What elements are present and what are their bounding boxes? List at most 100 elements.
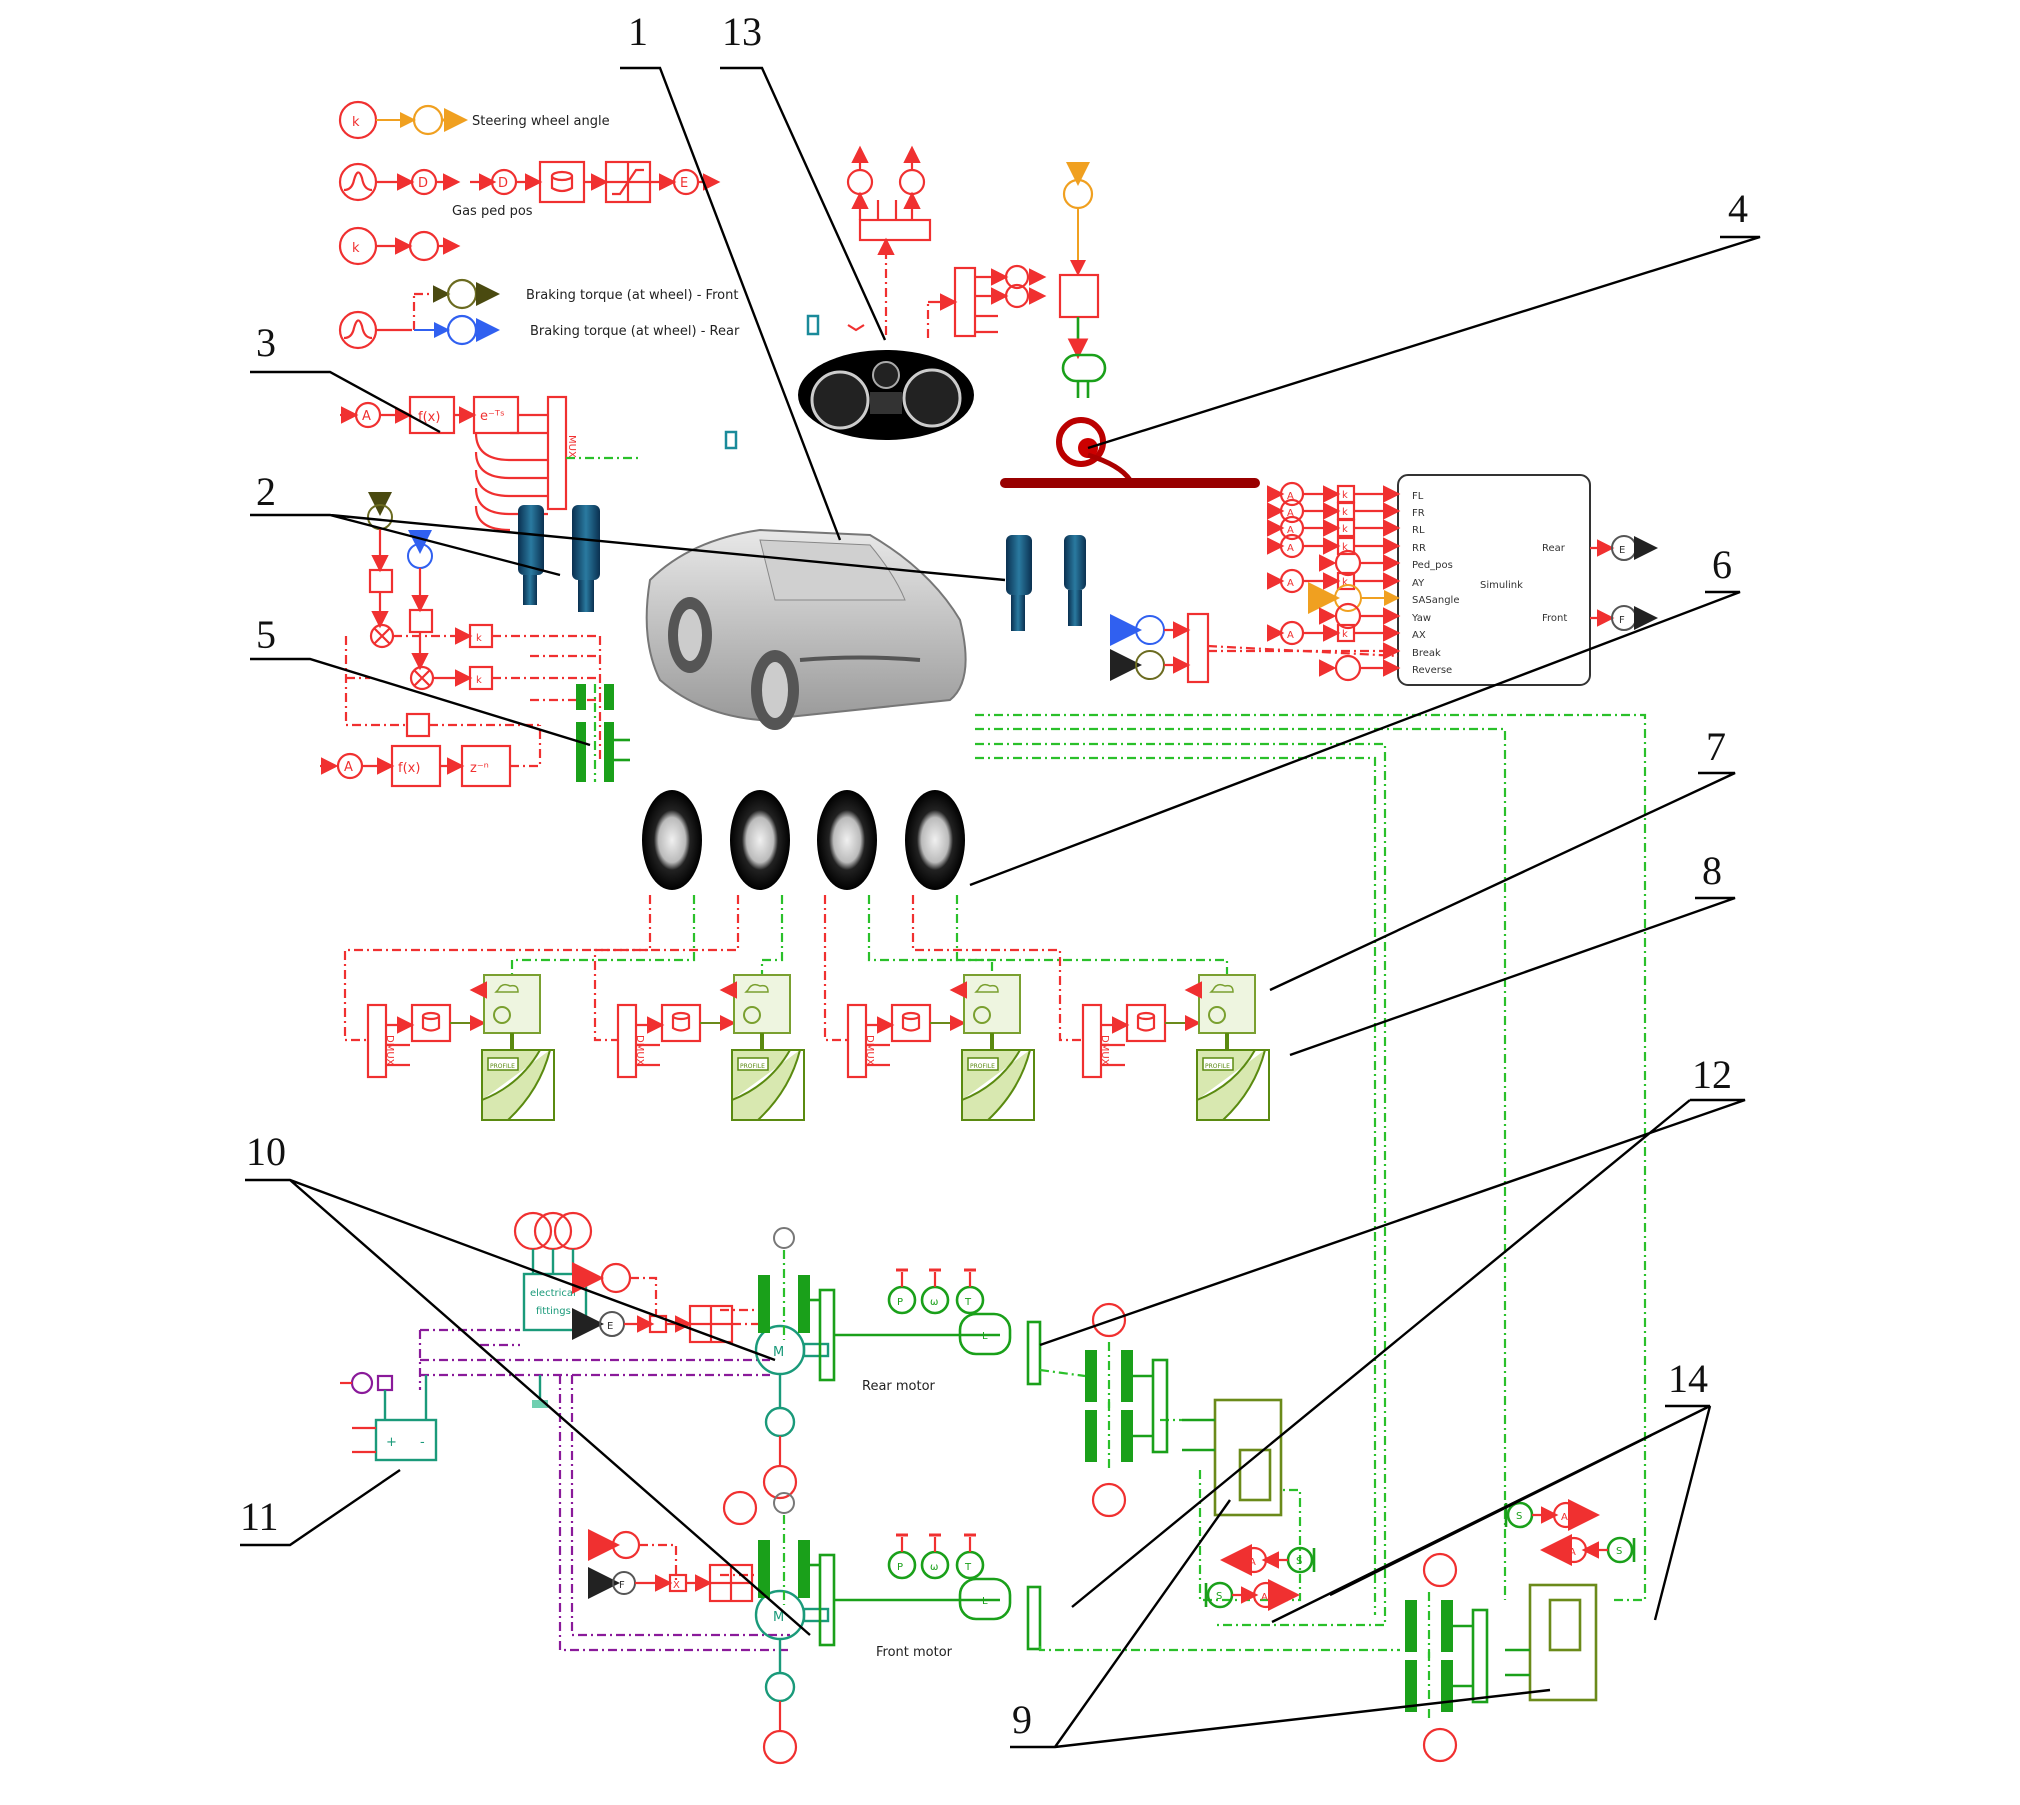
leader-line-7: [1269, 771, 1736, 992]
callout-13: 13: [722, 9, 762, 54]
lookup-table-block: [1125, 1003, 1167, 1043]
simulink-output-rear: Rear: [1542, 543, 1566, 554]
simulink-input-signal: [1318, 602, 1401, 630]
d-glyph: D: [498, 176, 508, 191]
braking-rear-label: Braking torque (at wheel) - Rear: [530, 324, 740, 339]
tire-signal-bus: [975, 713, 1647, 1627]
axle-gear-set: [1405, 1592, 1473, 1660]
callout-4: 4: [1728, 186, 1748, 231]
a-glyph: A: [344, 760, 353, 775]
sensor-glyph: ω: [930, 1297, 938, 1308]
inertia-glyph: L: [982, 1596, 988, 1607]
rotational-load-icon: [1091, 1482, 1127, 1518]
shock-absorber-icon: [1064, 535, 1086, 626]
braking-front-label: Braking torque (at wheel) - Front: [526, 288, 738, 303]
wheel-speed-sensor: SA: [1540, 1534, 1636, 1566]
tire-image: [730, 790, 790, 890]
simulink-input-signal: [1308, 582, 1400, 614]
callout-leaders: [240, 66, 1761, 1749]
axle-gear-set: [1085, 1402, 1153, 1470]
axle-gear-set: [1085, 1342, 1153, 1410]
wheel-speed-sensor: SA: [1220, 1544, 1316, 1576]
x-glyph: X: [673, 1580, 680, 1591]
weather-environment-block: [483, 974, 541, 1034]
callout-1: 1: [628, 9, 648, 54]
steering-wheel-image: [1056, 417, 1106, 467]
differential-gearbox-icon: [1528, 1583, 1598, 1702]
motor-glyph: M: [773, 1345, 784, 1360]
simulink-block-label: Simulink: [1480, 580, 1523, 591]
road-sign-label: PROFILE: [1205, 1063, 1230, 1070]
simulink-input-sasangle: SASangle: [1412, 595, 1459, 606]
gain-glyph: k: [1342, 490, 1348, 501]
a-glyph: A: [1287, 543, 1294, 554]
constant-glyph: k: [352, 115, 360, 130]
s-glyph: S: [1296, 1556, 1302, 1567]
electrical-subsystem: electrical fittings E + -: [340, 1211, 790, 1652]
sensor-glyph: T: [964, 1297, 972, 1308]
sensor-glyph: P: [897, 1562, 903, 1573]
dashboard-signals: [724, 145, 1047, 450]
a-glyph: A: [1287, 491, 1294, 502]
simulink-input-ay: AY: [1412, 578, 1425, 589]
wheel-load-source: [1091, 1482, 1127, 1518]
steering-wheel-angle-label: Steering wheel angle: [472, 114, 610, 129]
zn-glyph: z⁻ⁿ: [470, 761, 489, 776]
wheel-load-source: [1422, 1552, 1458, 1588]
instrument-cluster-image: [798, 350, 974, 440]
input-steering-row: k Steering wheel angle: [338, 100, 610, 140]
a-glyph: A: [1287, 630, 1294, 641]
simulink-input-fr: FR: [1412, 508, 1425, 519]
callout-10: 10: [246, 1129, 286, 1174]
a-glyph: A: [1561, 1512, 1568, 1523]
gain-glyph: k: [1342, 524, 1348, 535]
torque-sensor-icon: [764, 1671, 796, 1703]
d-glyph: D: [418, 176, 428, 191]
weather-environment-block: [1198, 974, 1256, 1034]
steering-subsystem: [1000, 162, 1260, 488]
differential-front: [1505, 1583, 1598, 1702]
gain-glyph: k: [476, 633, 482, 644]
leader-line-2: [250, 513, 1006, 582]
input-constant-row: k: [338, 226, 461, 266]
simulink-input-ped-pos: Ped_pos: [1412, 560, 1453, 571]
sensor-glyph: ω: [930, 1562, 938, 1573]
callout-6: 6: [1712, 542, 1732, 587]
constant-glyph: k: [352, 241, 360, 256]
sun-icon: [743, 1006, 761, 1024]
a-glyph: A: [1569, 1547, 1576, 1558]
tires: [642, 790, 965, 890]
fx-glyph: f(x): [398, 761, 420, 776]
wheel-load-source: [1091, 1302, 1127, 1338]
car-body-image: [645, 528, 967, 730]
s-glyph: S: [1616, 1546, 1622, 1557]
lookup-table-block: [538, 160, 586, 204]
a-glyph: A: [1249, 1557, 1256, 1568]
road-profile-subsystems: DMUXPROFILEDMUXPROFILEDMUXPROFILEDMUXPRO…: [343, 895, 1270, 1121]
callout-3: 3: [256, 320, 276, 365]
e-glyph: E: [680, 176, 688, 191]
simulink-input-break: Break: [1412, 648, 1441, 659]
leader-line-10: [245, 1178, 811, 1636]
gain-glyph: k: [1342, 542, 1348, 553]
leader-line-6: [969, 590, 1741, 887]
leader-line-5: [250, 657, 591, 747]
leader-line-14: [1271, 1404, 1712, 1624]
electrical-fittings-block: [522, 1272, 588, 1332]
a-glyph: A: [1287, 578, 1294, 589]
shock-absorber-icon: [518, 505, 544, 605]
simulink-input-signal: [1318, 654, 1401, 682]
delay-mux-subsystem: A f(x) e⁻ᵀˢ MUX: [340, 395, 640, 532]
shock-absorber-icon: [1006, 535, 1032, 631]
leader-line-8: [1289, 896, 1736, 1057]
sensor-glyph: T: [964, 1562, 972, 1573]
rotational-load-icon: [1422, 1727, 1458, 1763]
battery-plus-glyph: +: [386, 1435, 397, 1450]
callout-2: 2: [256, 469, 276, 514]
